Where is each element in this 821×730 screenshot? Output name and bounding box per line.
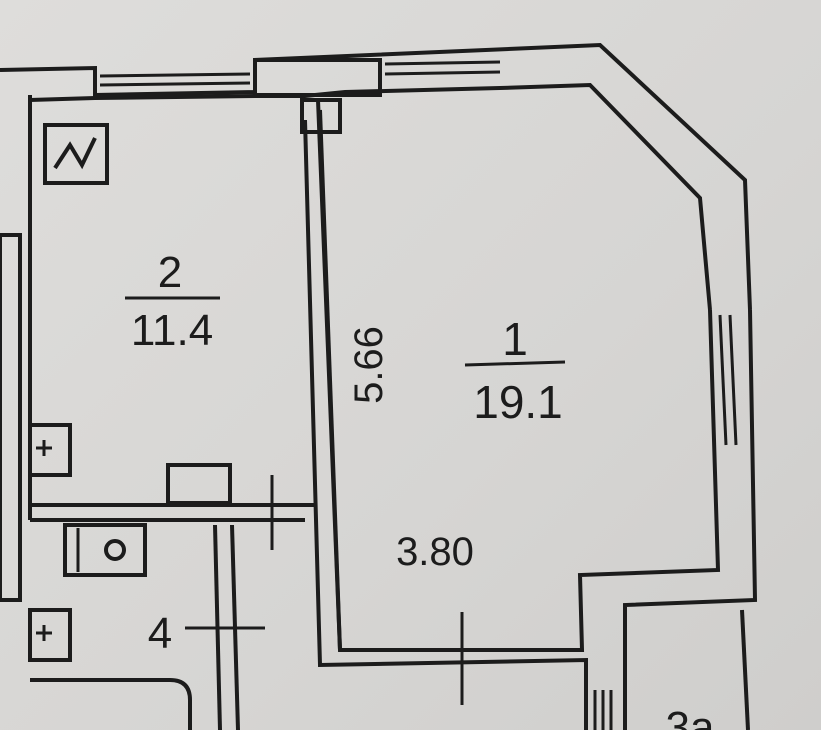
radiator-icon	[43, 123, 109, 185]
outer-walls	[0, 42, 758, 730]
bathtub-icon	[30, 678, 192, 730]
room-4-number: 4	[148, 609, 172, 658]
windows	[99, 58, 738, 730]
toilet-icon	[63, 523, 147, 577]
dimension-length: 5.66	[347, 326, 391, 404]
dimension-width: 3.80	[396, 530, 474, 574]
internal-walls	[0, 233, 464, 730]
room-1-number: 1	[502, 313, 528, 365]
socket-plus-icon	[28, 423, 72, 662]
room-1-area: 19.1	[473, 376, 563, 428]
room-3a-number: 3а	[666, 703, 715, 730]
room-2-number: 2	[158, 248, 182, 297]
room-2-area: 11.4	[131, 306, 213, 355]
